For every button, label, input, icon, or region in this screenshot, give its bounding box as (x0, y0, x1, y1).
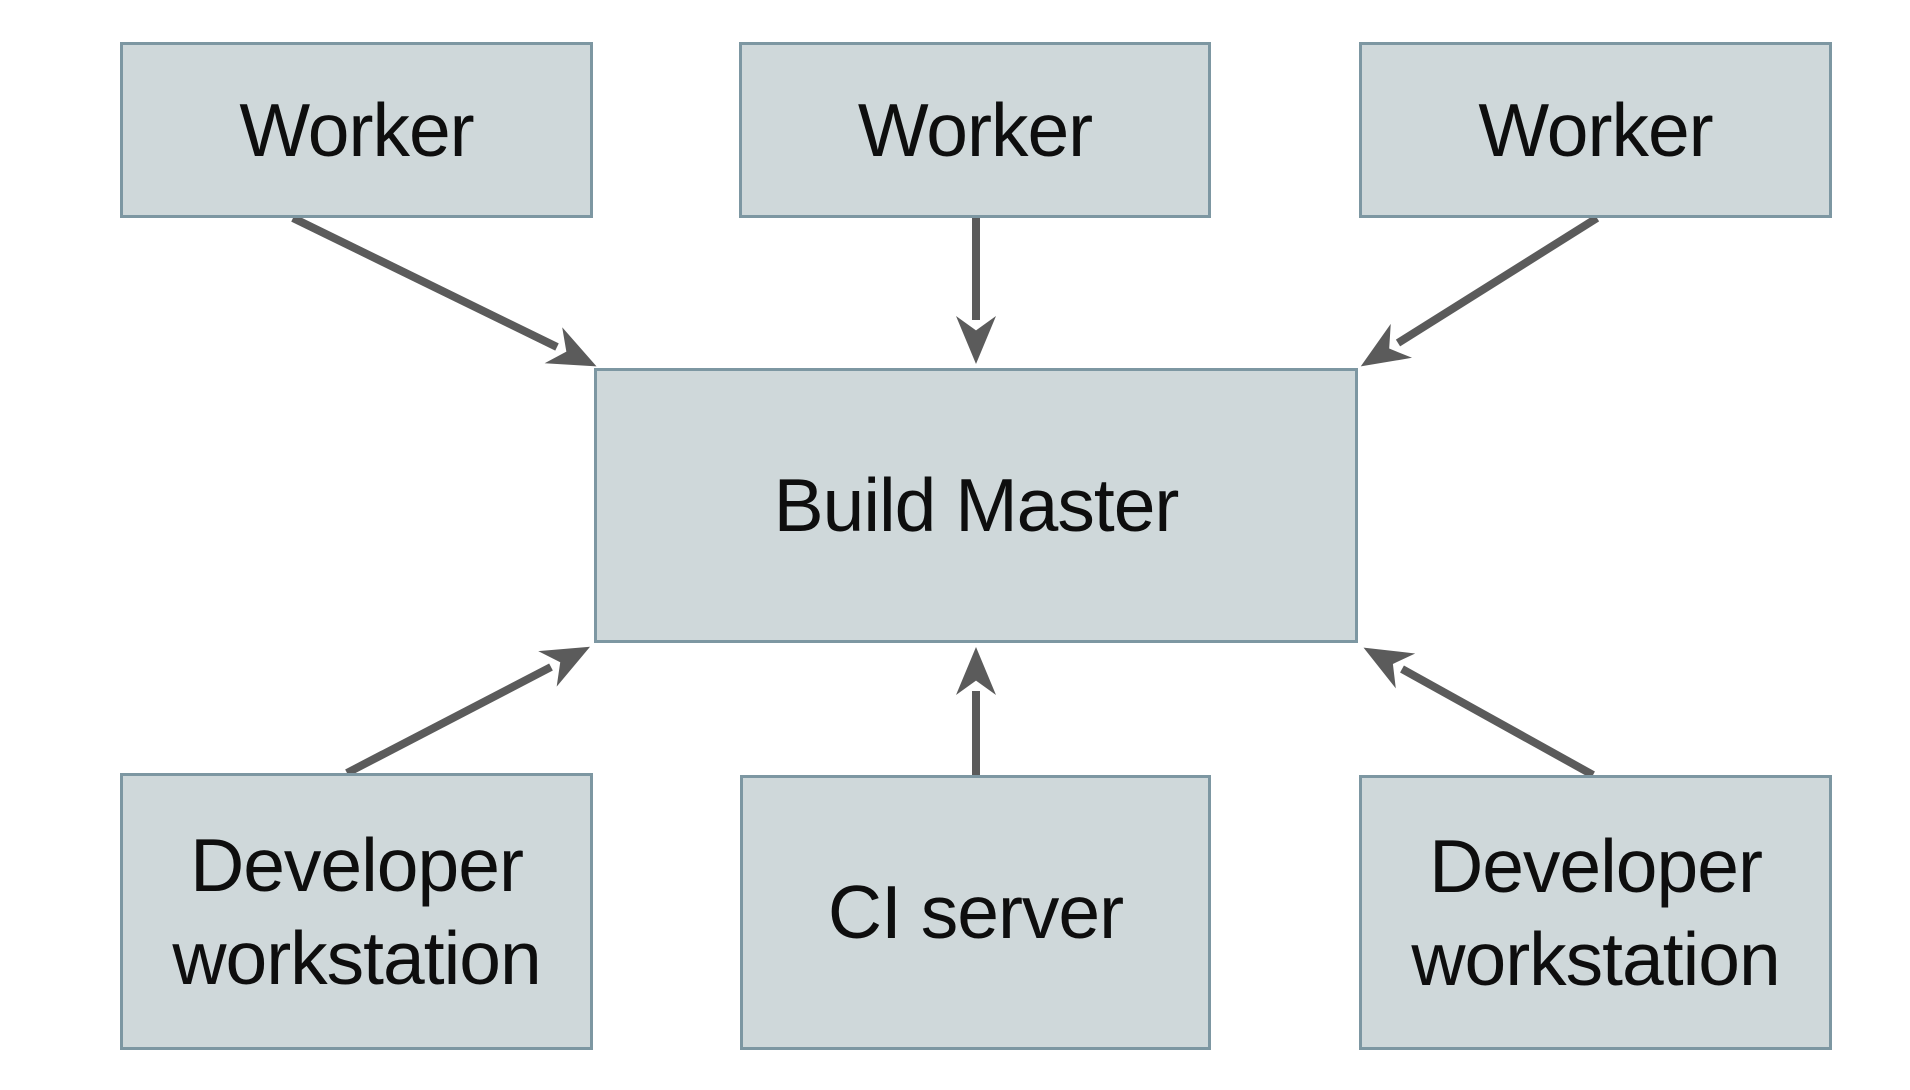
node-worker-left: Worker (120, 42, 593, 218)
node-label: Developer workstation (1411, 824, 1780, 1001)
arrow-dev-left-to-build-master (345, 646, 591, 777)
node-label: Worker (857, 87, 1093, 172)
arrow-worker-left-to-build-master (291, 214, 597, 367)
node-label: Worker (1478, 87, 1713, 172)
node-developer-workstation-right: Developer workstation (1359, 775, 1832, 1050)
node-build-master: Build Master (594, 368, 1358, 643)
node-worker-right: Worker (1359, 42, 1832, 218)
node-ci-server: CI server (740, 775, 1211, 1050)
node-label: Build Master (773, 463, 1180, 548)
node-label: Developer workstation (172, 823, 541, 1000)
node-worker-middle: Worker (739, 42, 1211, 218)
node-developer-workstation-left: Developer workstation (120, 773, 593, 1050)
arrow-worker-right-to-build-master (1360, 214, 1600, 367)
node-label: CI server (827, 870, 1124, 955)
arrow-dev-right-to-build-master (1363, 647, 1595, 779)
node-label: Worker (239, 87, 474, 172)
